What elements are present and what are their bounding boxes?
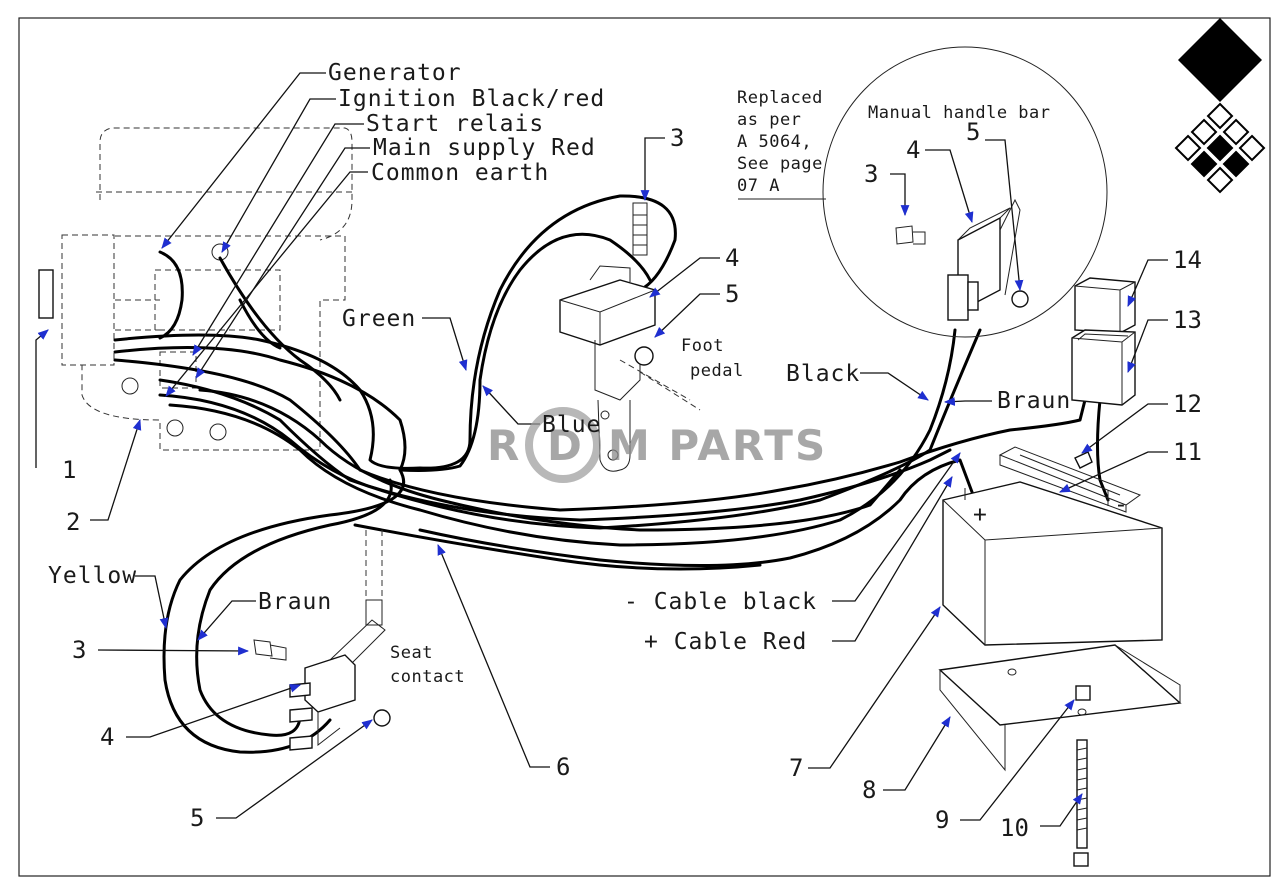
part-number-3-left: 3	[72, 636, 86, 664]
label-pedal: pedal	[690, 361, 744, 381]
part-numbers: 1 2 3 4 5 3 4 5 3 4 5 6 7 8 9 10 11 12 1…	[62, 118, 1202, 842]
label-start-relais: Start relais	[366, 111, 544, 137]
label-ignition: Ignition Black/red	[338, 86, 605, 112]
part-1-connector	[38, 269, 54, 319]
label-contact: contact	[390, 667, 465, 687]
battery-tray	[938, 644, 1182, 772]
label-cable-black: - Cable black	[624, 589, 817, 615]
watermark-r: R	[487, 421, 521, 470]
foot-pedal-switch	[559, 202, 701, 472]
part-number-13: 13	[1173, 306, 1202, 334]
part-number-4-detail: 4	[906, 136, 920, 164]
part-number-9: 9	[935, 806, 949, 834]
label-replaced-4: See page	[737, 154, 823, 174]
label-generator: Generator	[328, 60, 462, 86]
part-number-12: 12	[1173, 390, 1202, 418]
part-number-2: 2	[66, 508, 80, 536]
manual-handle-bar-detail	[738, 46, 1108, 338]
wiring-harness	[113, 194, 1110, 754]
logo-mark	[1174, 18, 1266, 194]
label-blue: Blue	[542, 412, 601, 438]
label-foot: Foot	[681, 336, 724, 356]
part-number-6: 6	[556, 753, 570, 781]
watermark-parts: M PARTS	[608, 421, 827, 470]
part-number-4-left: 4	[100, 723, 114, 751]
part-number-11: 11	[1173, 438, 1202, 466]
part-number-8: 8	[862, 776, 876, 804]
battery-cover-parts	[1071, 277, 1136, 406]
label-seat: Seat	[390, 643, 433, 663]
part-number-3-detail: 3	[864, 160, 878, 188]
engine-outline	[61, 127, 353, 451]
part-number-3-top: 3	[670, 124, 684, 152]
label-black: Black	[786, 361, 860, 387]
part-number-10: 10	[1000, 814, 1029, 842]
part-number-1: 1	[62, 456, 76, 484]
watermark-d: D	[547, 421, 584, 470]
seat-contact-switch	[253, 530, 391, 751]
label-braun-left: Braun	[258, 589, 332, 615]
label-braun-right: Braun	[997, 388, 1071, 414]
label-manual-handle-bar: Manual handle bar	[868, 103, 1051, 123]
part-number-5-top: 5	[725, 280, 739, 308]
battery-minus-sign: -	[1114, 492, 1129, 518]
part-number-5-detail: 5	[966, 118, 980, 146]
battery-plus-sign: +	[973, 502, 988, 528]
label-common-earth: Common earth	[371, 160, 549, 186]
part-number-5-left: 5	[190, 804, 204, 832]
label-cable-red: + Cable Red	[644, 629, 807, 655]
part-number-7: 7	[789, 754, 803, 782]
part-number-14: 14	[1173, 246, 1202, 274]
label-replaced-2: as per	[737, 110, 801, 130]
label-yellow: Yellow	[48, 563, 137, 589]
leader-lines	[35, 72, 1168, 827]
watermark: R D M PARTS	[487, 407, 827, 483]
battery	[942, 481, 1163, 646]
callout-labels: Generator Ignition Black/red Start relai…	[48, 60, 1129, 687]
drawing-border	[18, 17, 1271, 877]
label-main-supply: Main supply Red	[373, 135, 596, 161]
label-replaced-5: 07 A	[737, 176, 780, 196]
part-number-4-top: 4	[725, 244, 739, 272]
label-green: Green	[342, 306, 416, 332]
label-replaced-1: Replaced	[737, 88, 823, 108]
label-replaced-3: A 5064,	[737, 132, 812, 152]
